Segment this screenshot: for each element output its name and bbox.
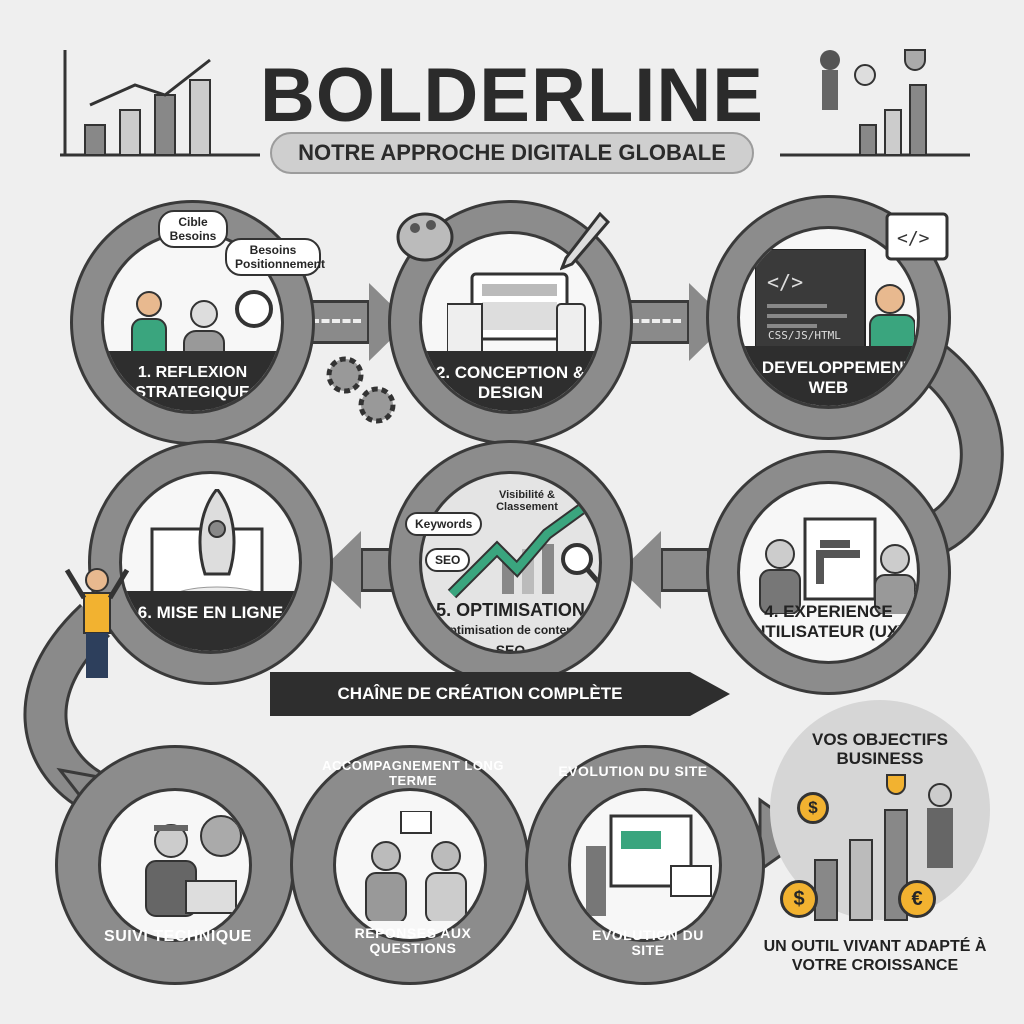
ux-users-icon — [759, 517, 916, 614]
code-bubble-icon: </> — [885, 212, 949, 261]
step-5-label: 5. OPTIMISATION — [436, 600, 585, 621]
page-title: BOLDERLINE — [260, 53, 764, 138]
chart-caption: Visibilité & Classement — [496, 489, 558, 513]
support-evolution-du-site[interactable]: EVOLUTION DU SITE EVOLUTION DU SITE — [525, 745, 765, 985]
evolution-bottom-label: EVOLUTION DU SITE — [592, 927, 704, 958]
step-6-mise-en-ligne[interactable]: 6. MISE EN LIGNE — [88, 440, 333, 685]
page-subtitle: NOTRE APPROCHE DIGITALE GLOBALE — [270, 132, 754, 174]
palette-icon — [396, 212, 454, 262]
support-accompagnement[interactable]: ACCOMPAGNEMENT LONG TERME REPONSES AUX Q… — [290, 745, 530, 985]
growth-chart-icon — [60, 50, 260, 157]
technician-icon — [145, 815, 242, 917]
step-4-label: 4. EXPERIENCE UTILISATEUR (UX) — [753, 601, 904, 641]
phone-conversation-icon — [365, 811, 467, 921]
goal-title: VOS OBJECTIFS BUSINESS — [811, 730, 949, 768]
success-trophy-icon — [780, 49, 970, 157]
dollar-coin-icon: $ — [780, 880, 818, 918]
code-language-text: CSS/JS/HTML — [768, 329, 841, 342]
gears-icon — [326, 356, 396, 424]
step-6-label: 6. MISE EN LIGNE — [122, 590, 299, 651]
svg-text:</>: </> — [897, 228, 930, 249]
goal-caption: UN OUTIL VIVANT ADAPTÉ À VOTRE CROISSANC… — [763, 938, 987, 974]
suivi-technique-label: SUIVI TECHNIQUE — [104, 928, 252, 945]
responsive-devices-icon — [447, 272, 586, 360]
accompagnement-label: ACCOMPAGNEMENT LONG TERME — [322, 758, 504, 788]
chain-banner: CHAÎNE DE CRÉATION COMPLÈTE — [270, 672, 730, 716]
reponses-label: REPONSES AUX QUESTIONS — [354, 925, 472, 956]
thought-bubble: Cible Besoins — [158, 210, 228, 248]
evolution-top-label: EVOLUTION DU SITE — [558, 763, 708, 779]
code-editor-icon: </> — [755, 249, 915, 361]
site-evolution-icon — [586, 814, 712, 916]
step-1-label: 1. REFLEXION STRATEGIQUE — [104, 350, 281, 411]
svg-text:</>: </> — [767, 270, 803, 294]
celebrating-person-icon — [64, 568, 130, 678]
keywords-bubble: Keywords — [405, 512, 483, 536]
seo-growth-chart-icon — [447, 489, 599, 599]
step-5-extra: SEO — [495, 642, 526, 654]
pencil-icon — [560, 212, 610, 271]
step-5-sublabel: Optimisation de contenu — [440, 623, 581, 638]
euro-coin-icon: € — [898, 880, 936, 918]
step-2-label: 2. CONCEPTION & DESIGN — [422, 350, 599, 411]
seo-bubble: SEO — [425, 548, 471, 572]
dollar-coin-icon: $ — [797, 792, 829, 824]
support-suivi-technique[interactable]: SUIVI TECHNIQUE — [55, 745, 295, 985]
step-3-label: 3. DEVELOPPEMENT WEB — [740, 345, 917, 406]
step-3-developpement-web[interactable]: </> CSS/JS/HTML 3. DEVELOPPEMENT WEB — [706, 195, 951, 440]
step-4-experience-utilisateur[interactable]: 4. EXPERIENCE UTILISATEUR (UX) — [706, 450, 951, 695]
thought-bubble: Besoins Positionnement — [225, 238, 325, 276]
